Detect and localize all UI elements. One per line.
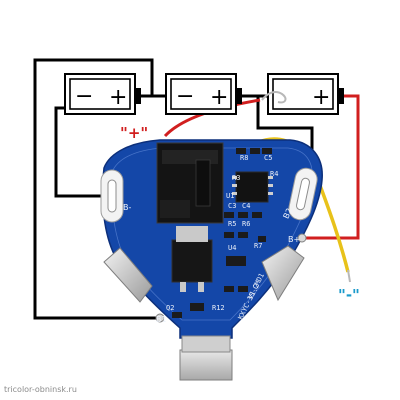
label-positive-terminal: "+" <box>120 124 148 142</box>
silk-r7: R7 <box>254 242 262 250</box>
label-negative-terminal: "-" <box>338 286 360 304</box>
cell-plus-sign: + <box>109 85 127 110</box>
cell-plus-sign: + <box>312 85 330 110</box>
silk-r4: R4 <box>270 170 278 178</box>
battery-cell-1: − + <box>64 73 141 115</box>
silk-b2: B2 <box>282 207 295 220</box>
silk-c5: C5 <box>264 154 272 162</box>
nickel-tab-right <box>261 245 305 302</box>
cell-plus-sign: + <box>210 85 228 110</box>
cell-minus-sign: − <box>176 84 194 109</box>
bms-pcb: B- B+ B2 B1 KXYC-3S-CMD1 V1.2 R3 R4 R5 R… <box>100 139 323 381</box>
chip-u1 <box>235 171 269 203</box>
nickel-tab-bottom <box>179 349 233 381</box>
silk-u1: U1 <box>226 192 234 200</box>
silk-b1: B1 <box>156 315 167 324</box>
wire-red-loop <box>261 91 287 104</box>
silk-b-plus: B+ <box>288 235 300 244</box>
wire-red-b-plus <box>304 94 360 240</box>
cell-minus-sign: − <box>75 84 93 109</box>
pad-b-minus <box>100 169 124 223</box>
battery-cell-3: + <box>267 73 344 115</box>
silk-q2: Q2 <box>166 304 174 312</box>
nickel-tab-left <box>103 247 153 303</box>
silk-c3: C3 <box>228 202 236 210</box>
silk-c4: C4 <box>242 202 250 210</box>
silk-r12: R12 <box>212 304 225 312</box>
wire-b-minus-to-cell1 <box>54 106 118 198</box>
pad-b1-point <box>155 313 165 323</box>
pad-b2 <box>288 167 318 221</box>
silk-b-minus: B- <box>123 203 131 212</box>
smd-components <box>172 148 272 318</box>
silk-r8: R8 <box>240 154 248 162</box>
battery-cell-2: − + <box>165 73 242 115</box>
pad-b-plus-point <box>297 233 307 243</box>
silk-r5: R5 <box>228 220 236 228</box>
mosfet-q1 <box>171 239 213 283</box>
silk-u4: U4 <box>228 244 236 252</box>
wire-red-positive <box>163 98 261 138</box>
watermark-credit: tricolor-obninsk.ru <box>4 385 77 394</box>
silk-r6: R6 <box>242 220 250 228</box>
wire-yellow-tip <box>347 269 351 283</box>
silk-r3: R3 <box>232 174 240 182</box>
